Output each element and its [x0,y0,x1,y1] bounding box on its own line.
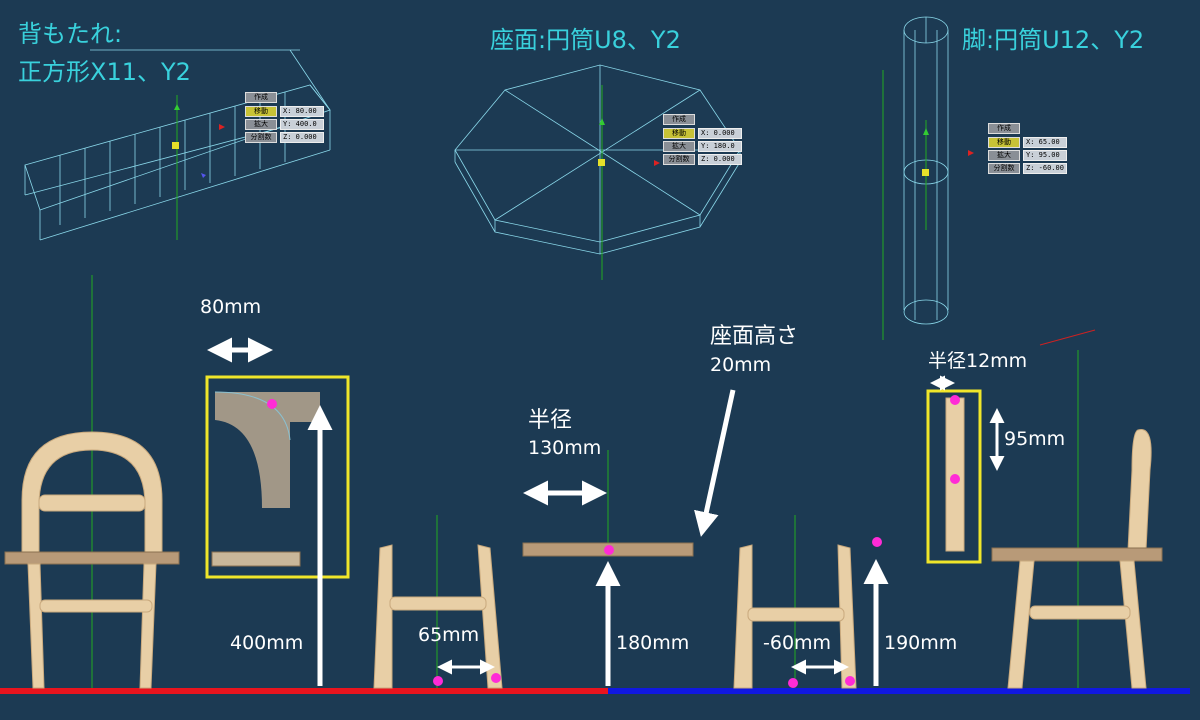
dim-180mm: 180mm [616,632,690,654]
dim-190mm: 190mm [884,632,958,654]
dim-130mm: 130mm [528,437,602,459]
scale-button[interactable]: 拡大 [245,119,277,130]
leg-title: 脚:円筒U12、Y2 [962,26,1145,54]
division-button[interactable]: 分割数 [988,163,1020,174]
z-value[interactable]: Z: 0.000 [698,154,742,165]
create-button[interactable]: 作成 [663,114,695,125]
scale-button[interactable]: 拡大 [988,150,1020,161]
dim-80mm: 80mm [200,296,262,318]
guide-lines [91,275,1079,690]
move-button[interactable]: 移動 [663,128,695,139]
chair-side-view-1 [373,544,503,689]
y-value[interactable]: Y: 95.00 [1023,150,1067,161]
chair-front-view [4,431,180,689]
dim-95mm: 95mm [1004,428,1066,450]
move-button[interactable]: 移動 [988,137,1020,148]
chair-side-view-2 [733,544,857,689]
snap-points [267,395,960,688]
z-axis-arrow-icon [201,173,206,178]
division-button[interactable]: 分割数 [245,132,277,143]
pivot-marker [172,142,179,149]
y-value[interactable]: Y: 180.0 [698,141,742,152]
backrest-wireframe [24,49,331,241]
dim-20mm: 20mm [710,354,772,376]
backrest-title-line2: 正方形X11、Y2 [18,58,191,86]
dimension-arrows [207,337,889,686]
x-value[interactable]: X: 80.00 [280,106,324,117]
x-value[interactable]: X: 65.00 [1023,137,1067,148]
move-button[interactable]: 移動 [245,106,277,117]
leg-highlight-box [926,389,982,564]
seat-height-label: 座面高さ [710,324,799,349]
backrest-title-line1: 背もたれ: [18,20,123,48]
dim-65mm: 65mm [418,624,480,646]
dim-400mm: 400mm [230,632,304,654]
division-button[interactable]: 分割数 [663,154,695,165]
leg-radius-label: 半径12mm [928,350,1028,372]
backrest-highlight-box [205,375,350,579]
seat-title: 座面:円筒U8、Y2 [490,26,681,54]
radius-label: 半径 [528,408,573,433]
chair-side-view-3 [991,429,1163,689]
create-button[interactable]: 作成 [988,123,1020,134]
y-axis-arrow-icon [174,104,180,110]
z-value[interactable]: Z: -60.00 [1023,163,1067,174]
x-axis-arrow-icon [219,124,225,130]
scale-button[interactable]: 拡大 [663,141,695,152]
z-value[interactable]: Z: 0.000 [280,132,324,143]
leg-wireframe [903,16,949,325]
x-value[interactable]: X: 0.000 [698,128,742,139]
y-value[interactable]: Y: 400.0 [280,119,324,130]
dim-minus60mm: -60mm [763,632,832,654]
create-button[interactable]: 作成 [245,92,277,103]
